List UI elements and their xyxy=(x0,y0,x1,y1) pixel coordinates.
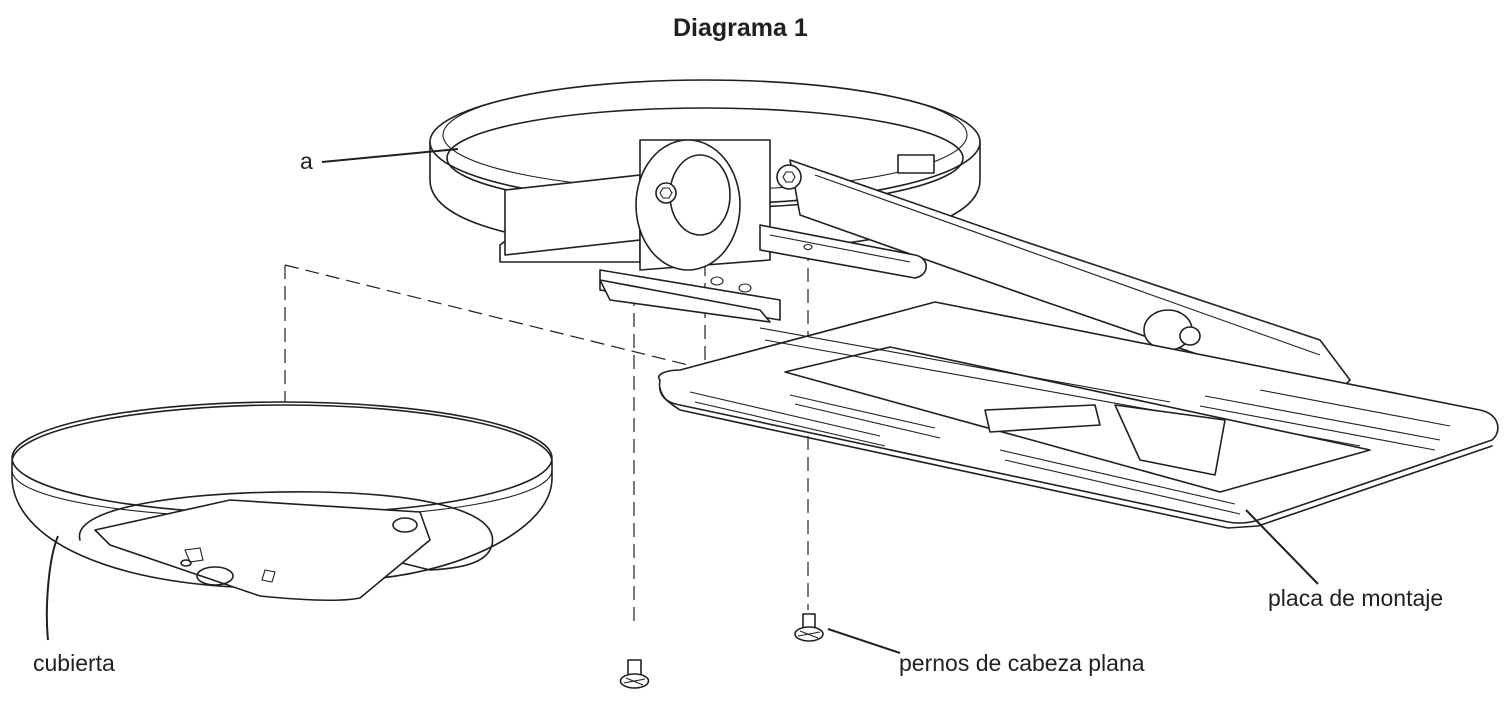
leader-lines xyxy=(45,148,1319,654)
label-flat-head-bolts: pernos de cabeza plana xyxy=(899,650,1145,676)
mounting-plate xyxy=(658,301,1499,529)
label-cover: cubierta xyxy=(33,650,115,676)
label-mounting-plate: placa de montaje xyxy=(1268,585,1444,611)
cover xyxy=(11,401,553,601)
diagram-title: Diagrama 1 xyxy=(673,14,808,42)
bracket-assembly xyxy=(499,139,1351,401)
flat-head-bolt-left xyxy=(619,659,650,689)
flat-head-bolt-right xyxy=(794,613,824,642)
label-part-a: a xyxy=(300,148,313,174)
